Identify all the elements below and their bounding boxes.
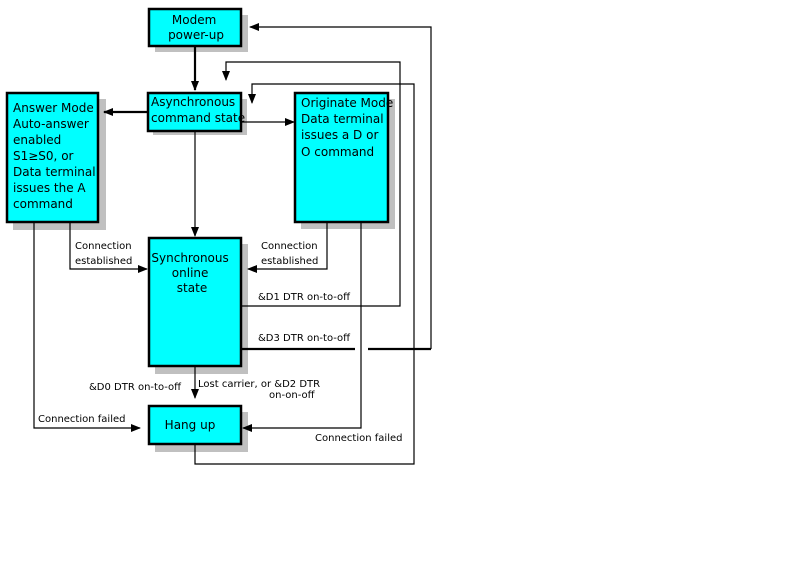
d0-dtr-label: &D0 DTR on-to-off [89,382,182,393]
edge-originate-failed-to-hangup [242,222,362,432]
edge-answer-failed-to-hangup [33,222,141,432]
edge-answer-to-sync [69,222,148,273]
sync-online-box [147,236,243,368]
modem-powerup-label: Modem power-up [168,13,224,42]
conn-failed-left-label: Connection failed [38,414,125,425]
d3-dtr-label: &D3 DTR on-to-off [258,333,351,344]
conn-established-left-label: Connection established [75,241,135,267]
answer-mode-box [5,91,100,224]
originate-mode-label: Originate Mode Data terminal issues a D … [301,96,397,159]
conn-failed-right-label: Connection failed [315,433,402,444]
async-command-box [146,91,243,133]
lost-carrier-label: Lost carrier, or &D2 DTR on-on-off [198,379,323,401]
d1-dtr-label: &D1 DTR on-to-off [258,292,351,303]
originate-mode-box [293,91,390,224]
edge-originate-to-sync [247,222,328,273]
conn-established-right-label: Connection established [261,241,321,267]
async-command-label: Asynchronous command state [151,95,245,125]
edge-d3-to-powerup [249,23,432,349]
hang-up-box [147,404,243,446]
edge-d1-to-async [222,61,401,307]
edge-hangup-to-async [194,83,415,465]
answer-mode-label: Answer Mode Auto-answer enabled S1≥S0, o… [13,101,99,211]
sync-online-label: Synchronous online state [151,251,232,295]
modem-powerup-box [147,7,243,48]
hang-up-label: Hang up [165,418,216,432]
